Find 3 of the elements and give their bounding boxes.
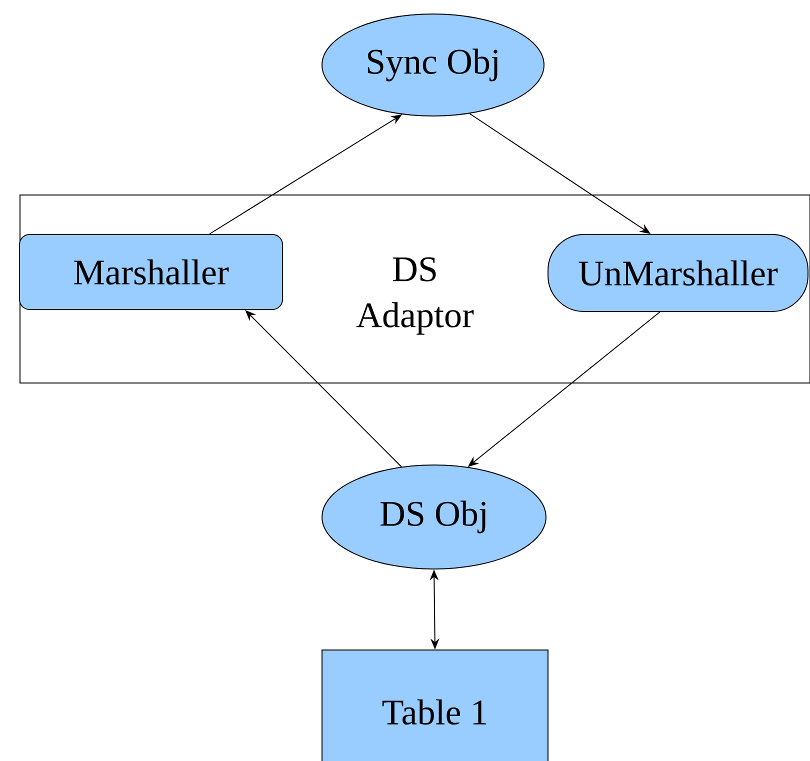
process-box: UnMarshaller: [548, 234, 808, 312]
process-box: Marshaller: [19, 234, 283, 310]
table-box: Table 1: [322, 650, 548, 761]
